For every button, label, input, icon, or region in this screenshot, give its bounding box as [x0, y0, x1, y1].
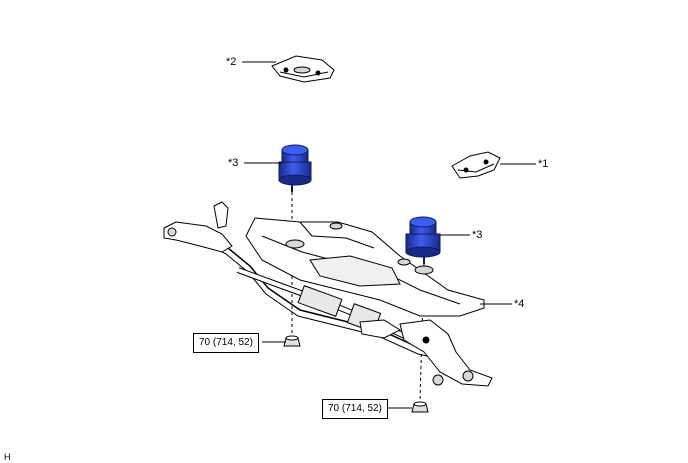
callout-1: *1 — [538, 158, 549, 170]
crossmember-assembly-part — [163, 201, 493, 387]
torque-spec-right: 70 (714, 52) — [322, 399, 388, 419]
callout-4: *4 — [514, 298, 525, 310]
callout-2: *2 — [226, 56, 237, 68]
upper-plate-part — [271, 55, 335, 83]
figure-id: H — [4, 452, 11, 462]
nut-right — [411, 401, 429, 413]
callout-3-left: *3 — [228, 157, 239, 169]
callout-3-right: *3 — [472, 229, 483, 241]
insulator-right-part — [405, 216, 441, 264]
insulator-left-part — [278, 144, 312, 192]
leader-lines — [242, 61, 536, 409]
nut-left — [283, 335, 301, 347]
bracket-part — [451, 151, 501, 179]
torque-spec-left: 70 (714, 52) — [193, 333, 259, 353]
